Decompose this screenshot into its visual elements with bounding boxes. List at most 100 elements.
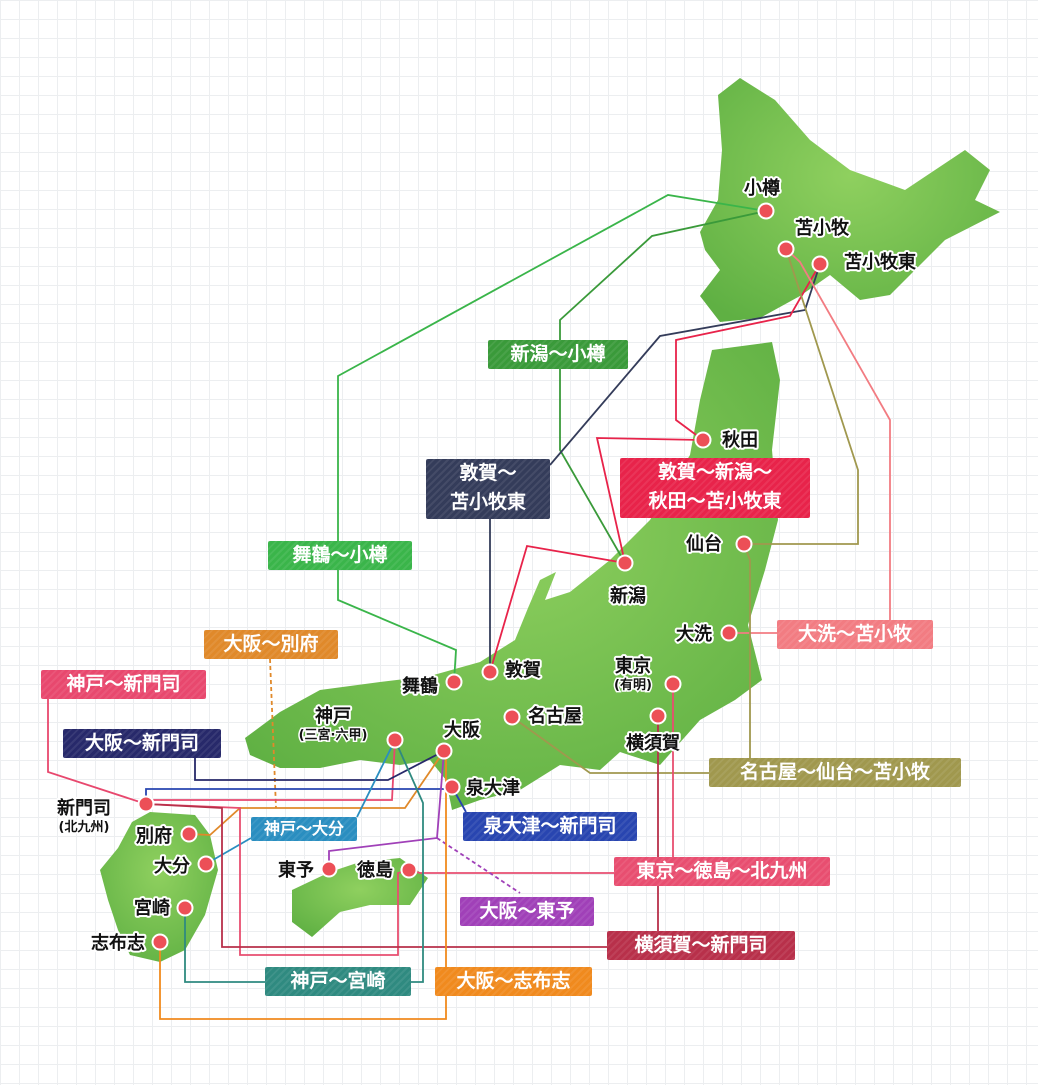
route-line: [47, 699, 147, 805]
port-dot[interactable]: [137, 795, 155, 813]
port-8[interactable]: 横須賀: [624, 707, 682, 756]
hokkaido-island: [700, 78, 1000, 322]
port-dot[interactable]: [320, 860, 338, 878]
port-6[interactable]: 大洗: [674, 621, 738, 647]
port-dot[interactable]: [811, 255, 829, 273]
port-subname: (北九州): [59, 820, 110, 835]
port-13[interactable]: 大阪: [435, 717, 483, 760]
port-name: 苫小牧東: [844, 251, 916, 273]
port-dot[interactable]: [503, 708, 521, 726]
route-label-3[interactable]: 舞鶴〜小樽: [268, 541, 412, 570]
port-dot[interactable]: [649, 707, 667, 725]
route-line: [408, 869, 614, 874]
port-dot[interactable]: [616, 554, 634, 572]
route-line: [184, 908, 265, 983]
port-name: 新門司: [57, 797, 111, 819]
port-5[interactable]: 新潟: [608, 554, 648, 609]
port-dot[interactable]: [151, 933, 169, 951]
port-21[interactable]: 徳島: [354, 857, 418, 883]
port-dot[interactable]: [445, 673, 463, 691]
port-17[interactable]: 大分: [152, 853, 215, 879]
route-label-0[interactable]: 新潟〜小樽: [488, 340, 628, 369]
route-label-2[interactable]: 敦賀〜新潟〜秋田〜苫小牧東: [620, 458, 810, 518]
port-3[interactable]: 秋田: [694, 427, 760, 453]
route-line: [356, 739, 396, 818]
port-11[interactable]: 舞鶴: [400, 673, 463, 699]
route-label-12[interactable]: 大阪〜東予: [460, 897, 594, 926]
route-line: [145, 803, 410, 956]
route-line: [675, 263, 821, 441]
route-label-6[interactable]: 神戸〜新門司: [41, 670, 206, 699]
port-name: 苫小牧: [795, 217, 850, 239]
route-label-line: 敦賀〜: [459, 462, 517, 484]
route-label-1[interactable]: 敦賀〜苫小牧東: [426, 459, 550, 519]
route-label-15[interactable]: 大阪〜志布志: [435, 967, 592, 996]
port-19[interactable]: 志布志: [89, 930, 169, 956]
route-line: [785, 248, 891, 620]
port-name: 舞鶴: [402, 675, 438, 697]
port-name: 宮崎: [134, 897, 170, 919]
shikoku-island: [292, 858, 428, 937]
port-dot[interactable]: [435, 742, 453, 760]
port-15[interactable]: 新門司(北九州): [55, 795, 155, 837]
port-name: 秋田: [722, 429, 758, 451]
port-name: 徳島: [356, 859, 393, 881]
port-7[interactable]: 東京(有明): [613, 653, 682, 695]
port-dot[interactable]: [757, 202, 775, 220]
port-16[interactable]: 別府: [134, 823, 198, 849]
port-10[interactable]: 敦賀: [481, 657, 543, 683]
route-label-4[interactable]: 大洗〜苫小牧: [777, 620, 933, 649]
route-line: [744, 248, 859, 545]
port-subname: (有明): [614, 677, 652, 693]
port-18[interactable]: 宮崎: [132, 895, 194, 921]
port-name: 大分: [154, 855, 190, 877]
port-dot[interactable]: [400, 861, 418, 879]
port-dot[interactable]: [720, 624, 738, 642]
port-name: 仙台: [686, 533, 722, 555]
route-label-11[interactable]: 東京〜徳島〜北九州: [614, 857, 830, 886]
port-dot[interactable]: [386, 731, 404, 749]
port-1[interactable]: 苫小牧: [777, 215, 852, 258]
port-dot[interactable]: [443, 778, 461, 796]
route-label-8[interactable]: 名古屋〜仙台〜苫小牧: [709, 758, 961, 787]
port-20[interactable]: 東予: [276, 857, 338, 883]
port-name: 新潟: [610, 585, 646, 607]
port-4[interactable]: 仙台: [684, 531, 753, 557]
port-dot[interactable]: [777, 240, 795, 258]
port-dot[interactable]: [180, 825, 198, 843]
route-line: [394, 739, 424, 983]
port-9[interactable]: 名古屋: [503, 703, 584, 729]
port-12[interactable]: 神戸(三宮·六甲): [297, 703, 404, 749]
port-name: 敦賀: [505, 659, 541, 681]
port-dot[interactable]: [735, 535, 753, 553]
port-name: 小樽: [744, 177, 780, 199]
route-lines: [47, 194, 891, 1020]
port-dot[interactable]: [197, 855, 215, 873]
route-label-9[interactable]: 泉大津〜新門司: [463, 812, 637, 841]
port-dot[interactable]: [176, 899, 194, 917]
port-dot[interactable]: [481, 663, 499, 681]
route-line: [549, 263, 821, 466]
route-line: [145, 803, 607, 948]
route-label-line: 秋田〜苫小牧東: [648, 490, 782, 512]
port-dot[interactable]: [694, 431, 712, 449]
port-name: 東予: [278, 859, 314, 881]
route-line: [146, 739, 396, 801]
route-label-14[interactable]: 神戸〜宮崎: [265, 967, 411, 996]
route-label-7[interactable]: 大阪〜新門司: [63, 729, 221, 758]
route-label-line: 敦賀〜新潟〜: [657, 461, 772, 483]
port-name: 泉大津: [466, 777, 520, 799]
route-line: [205, 837, 252, 865]
port-dot[interactable]: [664, 675, 682, 693]
route-line: [436, 837, 521, 894]
route-label-10[interactable]: 神戸〜大分: [251, 817, 357, 841]
port-name: 別府: [136, 825, 172, 847]
port-14[interactable]: 泉大津: [443, 775, 522, 801]
port-0[interactable]: 小樽: [742, 175, 782, 220]
port-name: 神戸: [315, 705, 351, 727]
port-2[interactable]: 苫小牧東: [811, 249, 918, 275]
port-name: 大阪: [444, 719, 481, 741]
route-label-13[interactable]: 横須賀〜新門司: [607, 931, 795, 960]
route-label-5[interactable]: 大阪〜別府: [204, 630, 338, 659]
